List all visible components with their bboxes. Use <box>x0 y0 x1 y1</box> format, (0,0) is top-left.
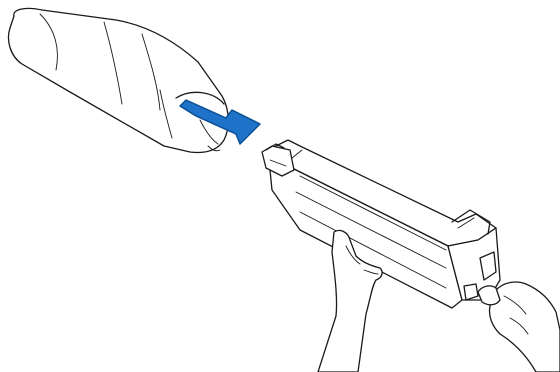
right-hand <box>478 282 560 372</box>
protective-bag <box>9 8 229 152</box>
toner-cartridge <box>262 140 500 308</box>
